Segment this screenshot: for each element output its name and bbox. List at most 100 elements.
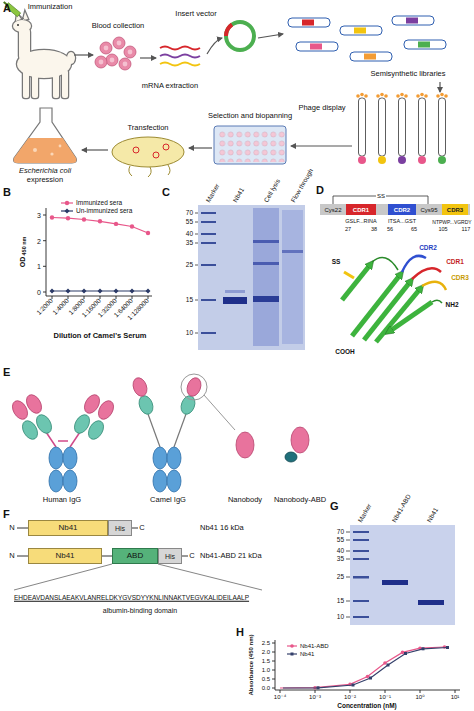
residue-number: 65 [411, 227, 417, 233]
domain-box: ABD [112, 548, 158, 564]
structure-label: SS [332, 259, 341, 266]
domain-box: Nb41 [28, 520, 108, 536]
lane-label: Marker [357, 503, 373, 524]
library [288, 16, 446, 61]
marker-size: 70 [186, 210, 193, 217]
axis-tick: 2 [37, 237, 41, 244]
camel-igg [131, 374, 235, 492]
human-igg [9, 392, 116, 492]
sequence-text: EHDEAVDANSLAEAKVLANRELDKYGVSDYYKNLINNAKT… [14, 595, 249, 602]
panel-letter: G [330, 501, 339, 512]
panel-letter: C [162, 187, 170, 198]
axis-title: Absorbance (450 nm) [248, 634, 254, 695]
axis-tick: 1:2000 [36, 298, 55, 317]
lane-label: Marker [205, 183, 221, 204]
axis-title: Dilution of Camel's Serum [53, 332, 146, 340]
construct-label: Nb41 16 kDa [200, 524, 244, 532]
nanobody-abd [285, 427, 309, 462]
axis-tick: 3 [37, 212, 41, 219]
box-text: CDR1 [353, 207, 369, 213]
nanobody [236, 432, 254, 458]
mrna [160, 47, 200, 66]
structure-label: CDR3 [451, 275, 469, 282]
vector [226, 22, 254, 50]
step-label: Semisynthetic libraries [370, 70, 445, 78]
step-label: Selection and biopanning [208, 112, 292, 120]
residue-number: 27 [345, 227, 351, 233]
axis-tick: 10⁻² [344, 694, 356, 700]
box-text: CDR2 [394, 207, 410, 213]
connector [102, 556, 112, 557]
axis-tick: 1:4000 [52, 298, 71, 317]
axis-tick: 1.5 [262, 658, 270, 664]
panel-letter: F [3, 509, 10, 520]
marker-size: 70 [337, 529, 344, 536]
legend-text: Immunized sera [76, 200, 122, 207]
marker-size: 55 [337, 537, 344, 544]
axis-tick: 0.5 [262, 676, 270, 682]
axes-h [272, 640, 460, 693]
construct-label: Nb41-ABD 21 kDa [200, 552, 262, 560]
domain-box: His [108, 520, 132, 536]
legend-text: Un-immunized sera [76, 208, 132, 215]
molecule-label: Nanobody [228, 496, 262, 504]
marker-size: 25 [186, 262, 193, 269]
marker-size: 25 [337, 574, 344, 581]
axis-tick: 10⁻⁴ [274, 694, 286, 700]
step-label: Insert vector [175, 10, 216, 18]
lane-label: Nb41 [232, 187, 245, 204]
residue-number: 38 [371, 227, 377, 233]
gel-c [195, 205, 305, 350]
flask [14, 108, 77, 163]
sequence-label: ITSA...GST [388, 219, 416, 225]
marker-size: 40 [186, 231, 193, 238]
box-text: His [165, 553, 175, 560]
box-text: CDR3 [447, 207, 463, 213]
terminus-label: C [139, 524, 144, 532]
panel-letter: B [3, 187, 11, 198]
axes-b [43, 208, 152, 299]
structure-label: NH2 [445, 302, 458, 309]
marker-size: 15 [186, 297, 193, 304]
step-arrows [74, 34, 440, 150]
marker-size: 15 [337, 598, 344, 605]
axis-tick: 1 [37, 263, 41, 270]
axis-tick: 0.0 [262, 685, 270, 691]
axis-tick: 10¹ [451, 694, 460, 700]
residue-number: 117 [462, 227, 471, 233]
terminus-label: C [189, 552, 194, 560]
alpaca [13, 12, 75, 98]
gel-g [346, 525, 455, 625]
domain-box: CDR3 [442, 204, 468, 215]
domain-label: albumin-binding domain [103, 607, 177, 614]
structure-label: COOH [335, 349, 355, 356]
axis-title: 450 nm [22, 237, 28, 256]
domain-box: His [158, 548, 182, 564]
domain-box: Nb41 [28, 548, 102, 564]
legend-text: Nb41 [300, 651, 314, 657]
step-label: Blood collection [92, 22, 145, 30]
marker-size: 35 [186, 240, 193, 247]
residue-label: Cys95 [420, 207, 437, 213]
step-label: mRNA extraction [142, 82, 198, 90]
construct-lines [14, 528, 262, 590]
marker-size: 35 [337, 556, 344, 563]
box-text: Nb41 [58, 524, 77, 532]
molecule-label: Camel IgG [150, 496, 186, 504]
axis-title: Concentration (nM) [337, 703, 397, 710]
axis-tick: 1.0 [262, 667, 270, 673]
syringe [2, 0, 26, 21]
panel-letter: E [3, 367, 10, 378]
marker-size: 10 [186, 330, 193, 337]
residue-label: Cys22 [324, 207, 341, 213]
panel-letter: H [236, 627, 244, 638]
phages [356, 93, 448, 164]
step-label: Phage display [298, 104, 345, 112]
step-label: Escherichia coli [19, 167, 71, 175]
step-label: Transfection [128, 124, 169, 132]
axis-tick: 2.0 [262, 649, 270, 655]
terminus-label: N [9, 524, 14, 532]
nanobody-structure [342, 256, 446, 342]
